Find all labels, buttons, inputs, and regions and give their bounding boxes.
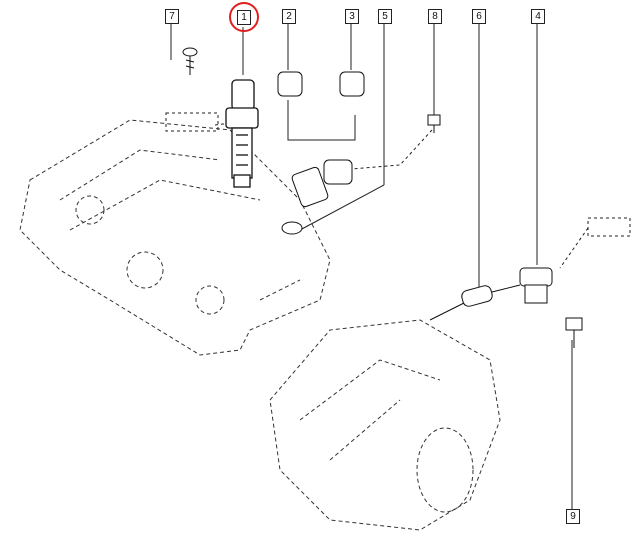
callout-4[interactable]: 4	[531, 9, 545, 24]
callout-9[interactable]: 9	[566, 509, 580, 524]
callout-2[interactable]: 2	[282, 9, 296, 24]
connectors	[277, 71, 365, 185]
callout-8[interactable]: 8	[428, 9, 442, 24]
bolt-8	[427, 114, 441, 133]
selected-highlight-ring	[229, 2, 259, 32]
crank-sensor	[519, 267, 553, 304]
engine-block	[19, 119, 331, 356]
callout-6[interactable]: 6	[472, 9, 486, 24]
callout-5[interactable]: 5	[378, 9, 392, 24]
leader-lines	[170, 24, 573, 510]
screw	[182, 47, 198, 75]
camshaft-sensor	[281, 166, 329, 235]
callout-7[interactable]: 7	[165, 9, 179, 24]
callout-3[interactable]: 3	[345, 9, 359, 24]
bolt-9	[565, 317, 583, 348]
gearbox	[269, 319, 501, 531]
ignition-coil	[225, 79, 259, 188]
harness	[429, 284, 521, 321]
